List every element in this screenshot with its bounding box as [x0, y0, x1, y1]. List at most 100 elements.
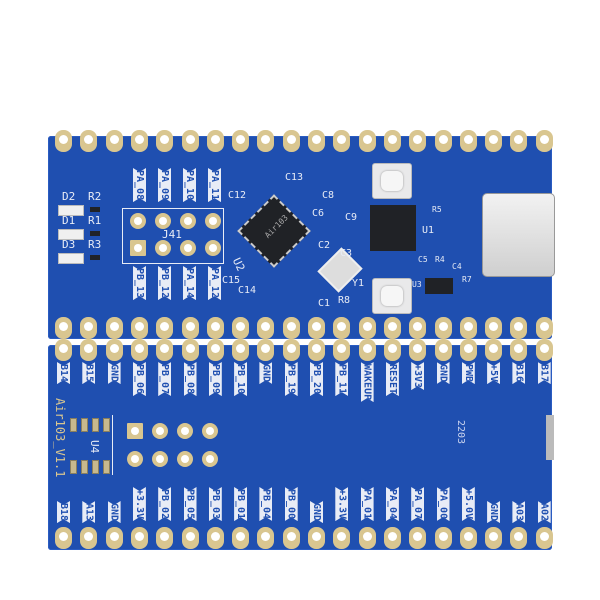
castellated-pad[interactable]: [282, 317, 300, 339]
castellated-pad[interactable]: [206, 339, 224, 361]
castellated-pad[interactable]: [308, 130, 325, 152]
castellated-pad[interactable]: [156, 317, 174, 339]
castellated-pad[interactable]: [510, 130, 528, 152]
castellated-pad[interactable]: [130, 130, 148, 152]
castellated-pad[interactable]: [383, 339, 401, 361]
castellated-pad[interactable]: [459, 130, 477, 152]
castellated-pad[interactable]: [308, 339, 325, 361]
castellated-pad[interactable]: [535, 317, 553, 339]
header-pin[interactable]: [130, 213, 146, 229]
castellated-pad[interactable]: [130, 339, 148, 361]
castellated-pad[interactable]: [181, 130, 199, 152]
castellated-pad[interactable]: [55, 317, 72, 339]
castellated-pad[interactable]: [485, 339, 503, 361]
header-pin[interactable]: [155, 240, 171, 256]
pin-label: PB_01: [235, 489, 247, 520]
castellated-pad[interactable]: [485, 130, 503, 152]
castellated-pad[interactable]: [358, 130, 376, 152]
castellated-pad[interactable]: [130, 527, 148, 549]
pin-label: GND: [437, 364, 449, 383]
castellated-pad[interactable]: [459, 317, 477, 339]
castellated-pad[interactable]: [105, 317, 123, 339]
castellated-pad[interactable]: [409, 339, 427, 361]
castellated-pad[interactable]: [206, 527, 224, 549]
header-pin[interactable]: [180, 213, 196, 229]
castellated-pad[interactable]: [434, 130, 452, 152]
castellated-pad[interactable]: [257, 527, 275, 549]
castellated-pad[interactable]: [80, 339, 98, 361]
castellated-pad[interactable]: [409, 527, 427, 549]
castellated-pad[interactable]: [105, 339, 123, 361]
castellated-pad[interactable]: [333, 130, 351, 152]
castellated-pad[interactable]: [181, 339, 199, 361]
castellated-pad[interactable]: [181, 527, 199, 549]
castellated-pad[interactable]: [383, 527, 401, 549]
through-hole: [202, 451, 218, 467]
castellated-pad[interactable]: [181, 317, 199, 339]
castellated-pad[interactable]: [409, 130, 427, 152]
castellated-pad[interactable]: [55, 527, 72, 549]
castellated-pad[interactable]: [459, 527, 477, 549]
castellated-pad[interactable]: [232, 317, 250, 339]
castellated-pad[interactable]: [257, 130, 275, 152]
castellated-pad[interactable]: [55, 339, 72, 361]
castellated-pad[interactable]: [232, 339, 250, 361]
castellated-pad[interactable]: [485, 317, 503, 339]
castellated-pad[interactable]: [358, 527, 376, 549]
castellated-pad[interactable]: [535, 527, 553, 549]
module-pad: [92, 418, 99, 432]
header-pin[interactable]: [205, 240, 221, 256]
castellated-pad[interactable]: [156, 527, 174, 549]
castellated-pad[interactable]: [485, 527, 503, 549]
castellated-pad[interactable]: [434, 527, 452, 549]
castellated-pad[interactable]: [282, 130, 300, 152]
castellated-pad[interactable]: [55, 130, 72, 152]
usb-c-connector[interactable]: [482, 193, 555, 277]
castellated-pad[interactable]: [333, 527, 351, 549]
castellated-pad[interactable]: [80, 527, 98, 549]
castellated-pad[interactable]: [535, 339, 553, 361]
castellated-pad[interactable]: [333, 317, 351, 339]
button-top[interactable]: [372, 163, 412, 199]
castellated-pad[interactable]: [156, 339, 174, 361]
pin-label: A13: [83, 503, 95, 522]
castellated-pad[interactable]: [535, 130, 553, 152]
castellated-pad[interactable]: [510, 339, 528, 361]
castellated-pad[interactable]: [282, 339, 300, 361]
castellated-pad[interactable]: [156, 130, 174, 152]
through-hole: [152, 451, 168, 467]
castellated-pad[interactable]: [105, 527, 123, 549]
component-ref: C5: [418, 255, 428, 264]
castellated-pad[interactable]: [257, 339, 275, 361]
castellated-pad[interactable]: [358, 317, 376, 339]
castellated-pad[interactable]: [409, 317, 427, 339]
castellated-pad[interactable]: [308, 317, 325, 339]
castellated-pad[interactable]: [206, 317, 224, 339]
castellated-pad[interactable]: [383, 130, 401, 152]
castellated-pad[interactable]: [308, 527, 325, 549]
component-ref: R5: [432, 205, 442, 214]
header-pin[interactable]: [155, 213, 171, 229]
castellated-pad[interactable]: [459, 339, 477, 361]
castellated-pad[interactable]: [130, 317, 148, 339]
button-bottom[interactable]: [372, 278, 412, 314]
castellated-pad[interactable]: [232, 130, 250, 152]
castellated-pad[interactable]: [232, 527, 250, 549]
castellated-pad[interactable]: [282, 527, 300, 549]
castellated-pad[interactable]: [510, 317, 528, 339]
header-pin[interactable]: [205, 213, 221, 229]
castellated-pad[interactable]: [510, 527, 528, 549]
header-pin[interactable]: [130, 240, 146, 256]
castellated-pad[interactable]: [434, 317, 452, 339]
header-pin-label: PA_12: [209, 268, 220, 299]
castellated-pad[interactable]: [257, 317, 275, 339]
castellated-pad[interactable]: [333, 339, 351, 361]
castellated-pad[interactable]: [206, 130, 224, 152]
castellated-pad[interactable]: [434, 339, 452, 361]
castellated-pad[interactable]: [358, 339, 376, 361]
castellated-pad[interactable]: [383, 317, 401, 339]
castellated-pad[interactable]: [80, 130, 98, 152]
castellated-pad[interactable]: [80, 317, 98, 339]
header-pin[interactable]: [180, 240, 196, 256]
castellated-pad[interactable]: [105, 130, 123, 152]
